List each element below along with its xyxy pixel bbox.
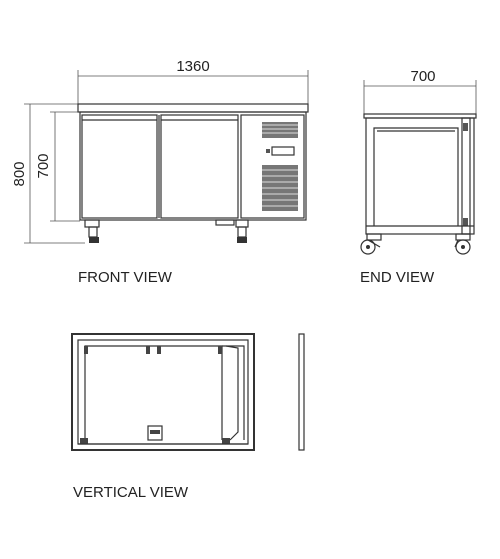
front-vent-grille-top bbox=[262, 122, 298, 138]
front-height-dimensions: 800 700 bbox=[11, 103, 85, 244]
front-control-panel bbox=[271, 146, 295, 156]
front-door-left bbox=[81, 114, 158, 219]
vertical-view-label: VERTICAL VIEW bbox=[73, 484, 189, 501]
vertical-view: VERTICAL VIEW bbox=[71, 333, 305, 501]
front-view: 1360 800 700 bbox=[11, 58, 309, 286]
vertical-cabinet-frame bbox=[84, 345, 223, 440]
end-depth-label: 700 bbox=[410, 68, 435, 85]
front-compressor-panel bbox=[240, 114, 305, 219]
front-castor-right bbox=[235, 219, 249, 243]
front-castor-middle bbox=[215, 219, 235, 226]
vertical-bottom-bracket bbox=[147, 425, 163, 441]
front-castor-left bbox=[84, 219, 100, 243]
front-countertop bbox=[77, 103, 309, 113]
front-cabinet-body bbox=[79, 111, 307, 221]
front-width-label: 1360 bbox=[176, 58, 209, 75]
end-inner-frame bbox=[373, 127, 459, 226]
end-door-edge bbox=[461, 117, 471, 235]
end-view-label: END VIEW bbox=[360, 269, 435, 286]
front-view-label: FRONT VIEW bbox=[78, 269, 173, 286]
end-depth-dimension: 700 bbox=[363, 68, 477, 114]
vertical-compressor-bay bbox=[222, 345, 245, 440]
front-width-dimension: 1360 bbox=[77, 58, 309, 104]
end-castor-right bbox=[454, 233, 471, 255]
end-view: 700 END VIEW bbox=[360, 68, 477, 286]
vertical-outer-outline bbox=[71, 333, 255, 451]
end-castor-left bbox=[360, 233, 382, 255]
end-cabinet-body bbox=[365, 117, 475, 235]
front-vent-grille-bottom bbox=[262, 165, 298, 211]
vertical-door-swing bbox=[225, 345, 239, 441]
front-body-height-label: 700 bbox=[35, 153, 52, 178]
vertical-side-profile bbox=[298, 333, 305, 451]
front-total-height-label: 800 bbox=[11, 161, 28, 186]
front-door-right bbox=[160, 114, 239, 219]
